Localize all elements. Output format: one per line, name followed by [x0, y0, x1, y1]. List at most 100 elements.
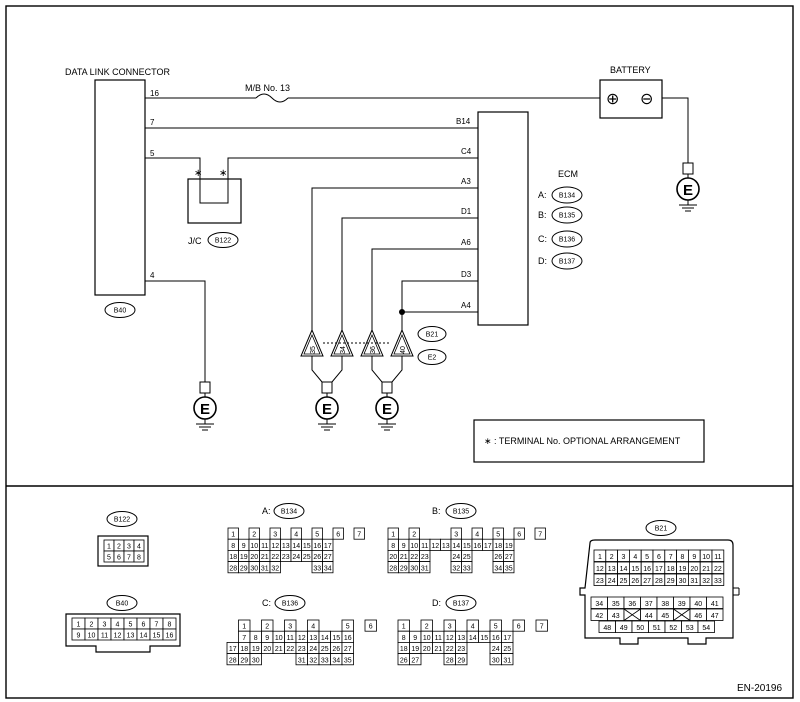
svg-text:17: 17	[324, 543, 332, 550]
terminal-cell: 27	[409, 653, 422, 666]
wire-jc-c4	[227, 157, 478, 179]
svg-text:15: 15	[153, 633, 161, 640]
terminal-cell: 29	[455, 653, 468, 666]
svg-text:18: 18	[494, 543, 502, 550]
jc-internal-link	[199, 179, 229, 204]
b40-badge: B40	[104, 302, 136, 318]
terminal-cell: 5	[341, 619, 354, 632]
e2-badge: E2	[417, 349, 447, 365]
ecm-pin-a3: A3	[461, 177, 471, 186]
terminal-cell: 12	[110, 628, 125, 641]
terminal-cell: 7	[664, 549, 677, 562]
svg-text:13: 13	[309, 635, 317, 642]
terminal-cell: 27	[341, 642, 354, 655]
svg-text:25: 25	[463, 554, 471, 561]
svg-text:54: 54	[702, 625, 710, 632]
terminal-cell: 28	[387, 561, 399, 574]
svg-text:24: 24	[292, 554, 300, 561]
terminal-cell: 49	[615, 620, 633, 633]
terminal-cell: 25	[461, 550, 473, 563]
svg-text:13: 13	[282, 543, 290, 550]
terminal-cell: 31	[501, 653, 514, 666]
terminal-cell: 45	[656, 608, 674, 621]
svg-text:7: 7	[538, 532, 542, 539]
svg-text:1: 1	[107, 544, 111, 551]
terminal-cell: 18	[238, 642, 251, 655]
terminal-cell: 21	[432, 642, 445, 655]
terminal-cell: 5	[489, 619, 502, 632]
svg-text:30: 30	[679, 578, 687, 585]
terminal-cell: 4	[629, 549, 642, 562]
terminal-cell: 8	[133, 550, 145, 563]
terminal-cell: 17	[501, 630, 514, 643]
terminal-cell: 9	[238, 538, 250, 551]
ground-icon: E	[322, 401, 332, 418]
wire-battery-ground	[662, 97, 689, 163]
svg-text:33: 33	[321, 657, 329, 664]
svg-text:38: 38	[661, 601, 669, 608]
svg-text:31: 31	[503, 657, 511, 664]
svg-text:24: 24	[452, 554, 460, 561]
terminal-cell: 25	[501, 642, 514, 655]
terminal-cell: 14	[318, 630, 331, 643]
svg-text:5: 5	[494, 624, 498, 631]
svg-text:10: 10	[423, 635, 431, 642]
terminal-cell: 2	[84, 617, 99, 630]
terminal-cell: 10	[84, 628, 99, 641]
svg-text:B136: B136	[559, 237, 575, 244]
terminal-cell: 7	[149, 617, 164, 630]
connector-prefix: D:	[432, 598, 441, 608]
document-id: EN-20196	[737, 683, 782, 694]
terminal-cell: 28	[443, 653, 456, 666]
svg-text:9: 9	[265, 635, 269, 642]
terminal-cell: 1	[71, 617, 86, 630]
svg-text:21: 21	[261, 554, 269, 561]
svg-text:B134: B134	[281, 509, 297, 516]
svg-text:18: 18	[400, 646, 408, 653]
svg-text:22: 22	[286, 646, 294, 653]
ground-icon: E	[683, 182, 693, 199]
battery-title: BATTERY	[610, 65, 651, 75]
svg-text:4: 4	[471, 624, 475, 631]
svg-text:25: 25	[321, 646, 329, 653]
b122-view-title: B122	[106, 511, 138, 527]
terminal-cell: 12	[269, 538, 281, 551]
svg-text:35: 35	[310, 346, 317, 354]
svg-text:17: 17	[229, 646, 237, 653]
terminal-cell: 6	[113, 550, 125, 563]
terminal-cell: 17	[226, 642, 239, 655]
terminal-cell: 8	[387, 538, 399, 551]
ecm-connector-d: D: B137	[538, 252, 583, 270]
terminal-cell: 32	[307, 653, 320, 666]
terminal-cell: 12	[443, 630, 456, 643]
ecm-pin-d3: D3	[461, 270, 472, 279]
svg-text:4: 4	[633, 554, 637, 561]
ecm-pin-a6: A6	[461, 238, 471, 247]
svg-text:31: 31	[298, 657, 306, 664]
data-link-connector	[94, 79, 146, 296]
terminal-cell: 13	[605, 561, 618, 574]
svg-text:6: 6	[517, 624, 521, 631]
terminal-cell: 19	[249, 642, 262, 655]
terminal-cell: 9	[71, 628, 86, 641]
jc-terminal-star-2: ∗	[219, 168, 227, 179]
terminal-cell: 22	[443, 642, 456, 655]
terminal-cell: 33	[318, 653, 331, 666]
svg-text:29: 29	[667, 578, 675, 585]
svg-text:14: 14	[140, 633, 148, 640]
svg-text:13: 13	[127, 633, 135, 640]
dlc-title: DATA LINK CONNECTOR	[65, 67, 171, 77]
svg-text:6: 6	[657, 554, 661, 561]
svg-text:19: 19	[679, 566, 687, 573]
terminal-cell: 44	[640, 608, 658, 621]
svg-text:5: 5	[129, 622, 133, 629]
terminal-cell: 2	[408, 527, 420, 540]
terminal-cell: 36	[623, 596, 641, 609]
svg-text:9: 9	[242, 543, 246, 550]
b21-view-title: B21	[645, 520, 677, 536]
svg-text:9: 9	[692, 554, 696, 561]
svg-text:6: 6	[369, 624, 373, 631]
svg-text:2: 2	[117, 544, 121, 551]
